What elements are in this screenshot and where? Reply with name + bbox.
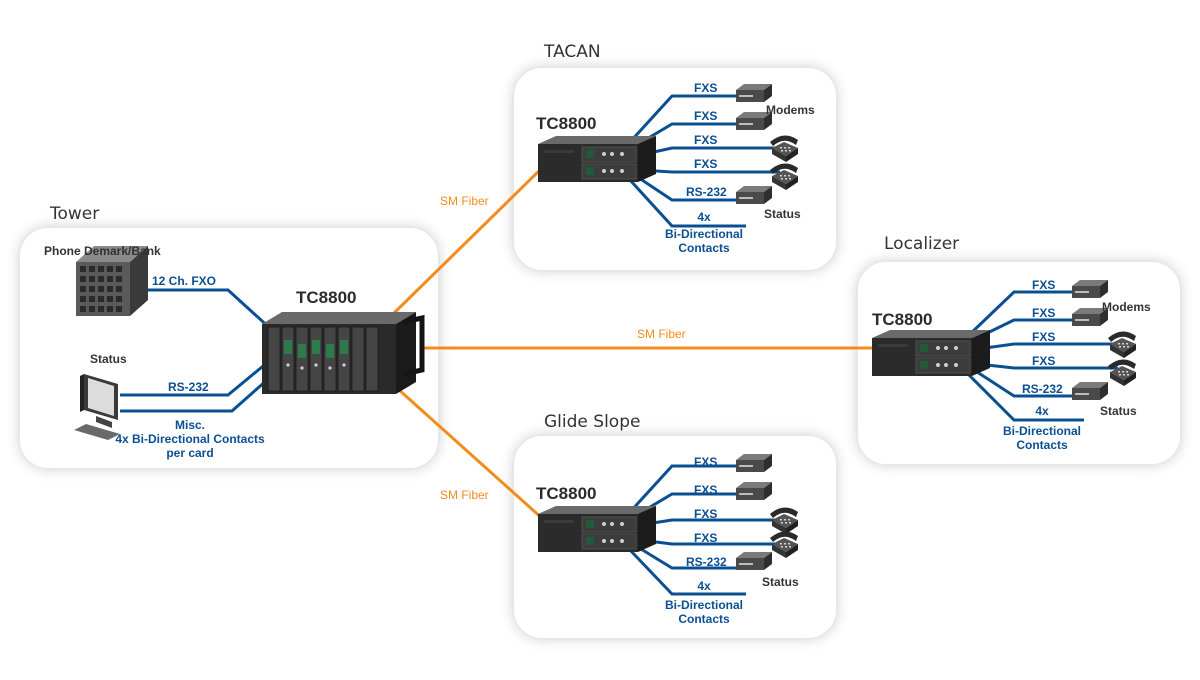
tower-status-label: Status — [90, 352, 127, 366]
tower-device-label: TC8800 — [296, 288, 357, 307]
tacan-port-4: FXS — [694, 157, 718, 171]
glide-slope-status-icon — [736, 552, 772, 570]
tacan-contacts-line3: Contacts — [678, 241, 730, 255]
glide-slope-phone-2-icon — [770, 531, 798, 558]
fiber-links — [386, 166, 880, 522]
tacan-port-1: FXS — [694, 81, 718, 95]
tacan-contacts-line2: Bi-Directional — [664, 227, 744, 241]
fiber-label-localizer: SM Fiber — [637, 327, 686, 341]
tower-copper — [118, 288, 277, 413]
localizer-status-icon — [1072, 382, 1108, 400]
tacan-status-label: Status — [764, 207, 801, 221]
glide-slope-port-2: FXS — [694, 483, 718, 497]
tacan-phone-2-icon — [770, 163, 798, 190]
glide-slope-port-3: FXS — [694, 507, 718, 521]
localizer-contacts-line1: 4x — [1035, 404, 1049, 418]
fiber-to-glide-slope — [386, 378, 546, 522]
tacan-modem-1-icon — [736, 84, 772, 102]
localizer-phone-2-icon — [1108, 359, 1136, 386]
tacan-phone-1-icon — [770, 135, 798, 162]
tacan-title: TACAN — [544, 42, 601, 62]
glide-slope-phone-1-icon — [770, 507, 798, 534]
glide-slope-modem-2-icon — [736, 482, 772, 500]
tower-rs232-label: RS-232 — [168, 380, 209, 394]
localizer-port-2: FXS — [1032, 306, 1056, 320]
tacan-device-label: TC8800 — [536, 114, 597, 133]
localizer-contacts-line2: Bi-Directional — [1002, 424, 1082, 438]
localizer-port-1: FXS — [1032, 278, 1056, 292]
tower-title: Tower — [50, 204, 100, 224]
fiber-to-tacan — [390, 166, 544, 317]
localizer-port-3: FXS — [1032, 330, 1056, 344]
tacan-status-icon — [736, 186, 772, 204]
localizer-unit-icon — [871, 329, 991, 377]
phone-bank-label: Phone Demark/Bank — [44, 244, 161, 258]
tacan-contacts-line1: 4x — [697, 210, 711, 224]
glide-slope-port-1: FXS — [694, 455, 718, 469]
glide-slope-modem-1-icon — [736, 454, 772, 472]
localizer-phone-1-icon — [1108, 331, 1136, 358]
tower-contacts-line3: per card — [166, 446, 214, 460]
glide-slope-status-label: Status — [762, 575, 799, 589]
tower-contacts-line2: 4x Bi-Directional Contacts — [115, 432, 265, 446]
tacan-modems-label: Modems — [766, 103, 815, 117]
localizer-device-label: TC8800 — [872, 310, 933, 329]
localizer-port-5: RS-232 — [1022, 382, 1063, 396]
phone-bank-icon — [76, 246, 148, 316]
glide-slope-device-label: TC8800 — [536, 484, 597, 503]
fxo-label: 12 Ch. FXO — [152, 274, 217, 288]
tacan-unit-icon — [537, 135, 657, 183]
tower-contacts-line1: Misc. — [174, 418, 206, 432]
glide-slope-unit-icon — [537, 505, 657, 553]
glide-slope-port-4: FXS — [694, 531, 718, 545]
localizer-modem-1-icon — [1072, 280, 1108, 298]
glide-slope-title: Glide Slope — [544, 412, 641, 432]
localizer-status-label: Status — [1100, 404, 1137, 418]
tacan-port-3: FXS — [694, 133, 718, 147]
localizer-modems-label: Modems — [1102, 300, 1151, 314]
fiber-label-glide-slope: SM Fiber — [440, 488, 489, 502]
tower-chassis-icon — [262, 312, 425, 394]
glide-slope-port-5: RS-232 — [686, 555, 727, 569]
tacan-port-5: RS-232 — [686, 185, 727, 199]
glide-slope-contacts-line1: 4x — [697, 579, 711, 593]
fiber-label-tacan: SM Fiber — [440, 194, 489, 208]
status-monitor-icon — [74, 374, 120, 440]
glide-slope-contacts-line3: Contacts — [678, 612, 730, 626]
tacan-port-2: FXS — [694, 109, 718, 123]
localizer-contacts-line3: Contacts — [1016, 438, 1068, 452]
localizer-title: Localizer — [884, 234, 960, 254]
glide-slope-contacts-line2: Bi-Directional — [664, 598, 744, 612]
localizer-port-4: FXS — [1032, 354, 1056, 368]
